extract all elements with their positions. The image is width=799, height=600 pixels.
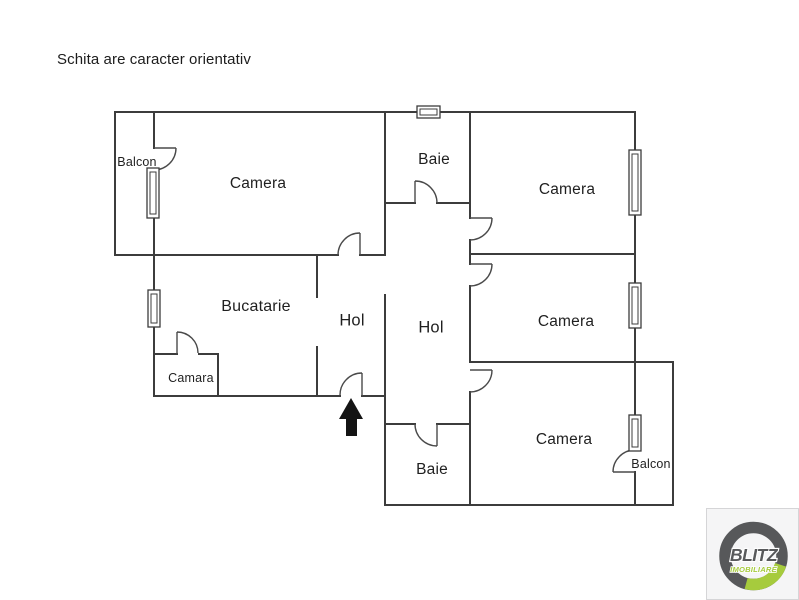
room-label-camera-bottom-right: Camera [535, 431, 593, 448]
room-label-camera-top-right: Camera [538, 181, 596, 198]
room-label-baie-bottom: Baie [416, 461, 448, 478]
window-camera-bottom-right-inner [631, 418, 639, 448]
walls [114, 111, 674, 506]
window-camera-mid-right-inner [631, 286, 639, 325]
window-baie-top-inner [419, 108, 438, 116]
window-balcon-left-inner [149, 171, 157, 215]
entrance-arrow-icon [339, 398, 363, 436]
door-swing-arcs [153, 147, 636, 473]
room-label-hol-center: Hol [418, 318, 444, 337]
room-label-camera-top-left: Camera [229, 175, 287, 192]
room-label-balcon-right: Balcon [631, 457, 671, 471]
window-camera-top-right-inner [631, 153, 639, 212]
logo-brand-text: BLITZ [730, 545, 779, 565]
logo-ring-green-arc [744, 562, 787, 591]
window-symbols [146, 105, 642, 452]
agency-logo-graphic: BLITZ IMOBILIARE [719, 521, 788, 591]
room-label-camara: Camara [168, 371, 214, 385]
window-bucatarie-inner [150, 293, 158, 324]
room-label-camera-mid-right: Camera [537, 313, 595, 330]
agency-logo: BLITZ IMOBILIARE [706, 508, 799, 600]
disclaimer-note: Schita are caracter orientativ [57, 51, 251, 68]
logo-tagline-text: IMOBILIARE [730, 565, 777, 574]
room-label-bucatarie: Bucatarie [221, 298, 291, 315]
room-label-hol-left: Hol [339, 311, 365, 330]
room-label-balcon-left: Balcon [117, 155, 157, 169]
room-label-baie-top: Baie [418, 151, 450, 168]
